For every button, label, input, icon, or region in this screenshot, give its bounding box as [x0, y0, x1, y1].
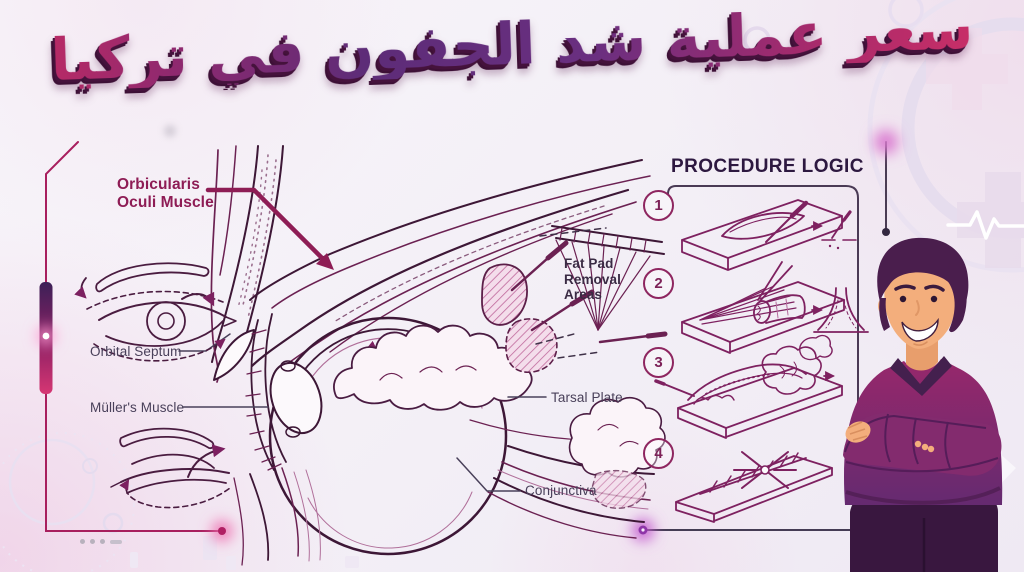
- ecg-line-icon: [946, 210, 1024, 240]
- eye-right: [930, 295, 938, 303]
- orbital-septum-shape: [213, 329, 255, 381]
- eyebrows: [894, 284, 945, 292]
- incision-step-icon: [681, 199, 857, 271]
- suture-step-icon: [675, 451, 833, 523]
- lens-shape: [269, 361, 323, 435]
- label-conjunctiva: Conjunctiva: [525, 483, 597, 498]
- background-squares: [130, 536, 359, 570]
- lower-lid-left-lines: [233, 467, 321, 566]
- surgical-instrument-icons: [510, 240, 668, 344]
- fat-removal-area-2: [505, 318, 558, 373]
- hair: [877, 237, 969, 318]
- label-line: Removal: [564, 271, 621, 287]
- collar: [890, 356, 952, 396]
- procedure-steps-art: [654, 199, 869, 523]
- step-number-badge-4: 4: [643, 438, 674, 469]
- label-orbital-septum: Orbital Septum: [90, 344, 182, 359]
- frame-border: [37, 130, 898, 541]
- label-line: Areas: [564, 287, 603, 303]
- tarsal-band: [245, 313, 287, 471]
- label-tarsal-plate: Tarsal Plate: [551, 390, 623, 405]
- levator-muscle-fan: [551, 225, 665, 331]
- step-number-badge-1: 1: [643, 190, 674, 221]
- medical-cross-small-icon: [926, 28, 1008, 110]
- fat-pad-leader-lines: [535, 227, 607, 359]
- label-orbicularis-oculi-muscle: Orbicularis Oculi Muscle: [117, 176, 214, 212]
- nose: [915, 300, 920, 316]
- gray-glow-dot: [164, 125, 176, 137]
- fat-removal-step-icon: [654, 334, 843, 439]
- label-line: Orbicularis: [117, 176, 200, 193]
- label-line: Fat Pad: [564, 256, 614, 271]
- fat-pad-cloud: [333, 324, 533, 411]
- man-illustration: [843, 237, 1016, 572]
- open-eye-sketch: [74, 262, 237, 362]
- fat-pad-cloud-lower: [568, 396, 666, 509]
- label-leader-lines: [178, 333, 547, 492]
- procedure-panel-title: PROCEDURE LOGIC: [671, 156, 864, 177]
- gray-dots-row: [80, 539, 122, 544]
- fat-removal-area-1: [481, 263, 528, 326]
- step-number-badge-2: 2: [643, 268, 674, 299]
- orbicularis-arrow: [205, 187, 334, 270]
- label-mullers-muscle: Müller's Muscle: [90, 400, 185, 415]
- label-line: Oculi Muscle: [117, 193, 214, 211]
- step-number-badge-3: 3: [643, 347, 674, 378]
- upper-lid-layers: [249, 159, 651, 375]
- suture-knot-icon: [733, 451, 797, 489]
- label-fat-pad-removal-areas: Fat Pad Removal Areas: [564, 256, 621, 303]
- medical-cross-icon: [946, 172, 1024, 268]
- closed-eye-sketch: [110, 427, 231, 509]
- muscle-step-icon: [681, 261, 869, 354]
- glow-dot: [874, 130, 898, 154]
- eye-cross-section-illustration: [74, 145, 668, 566]
- smile: [901, 317, 939, 342]
- crossed-arms: [843, 412, 1002, 476]
- eye-left: [899, 295, 907, 303]
